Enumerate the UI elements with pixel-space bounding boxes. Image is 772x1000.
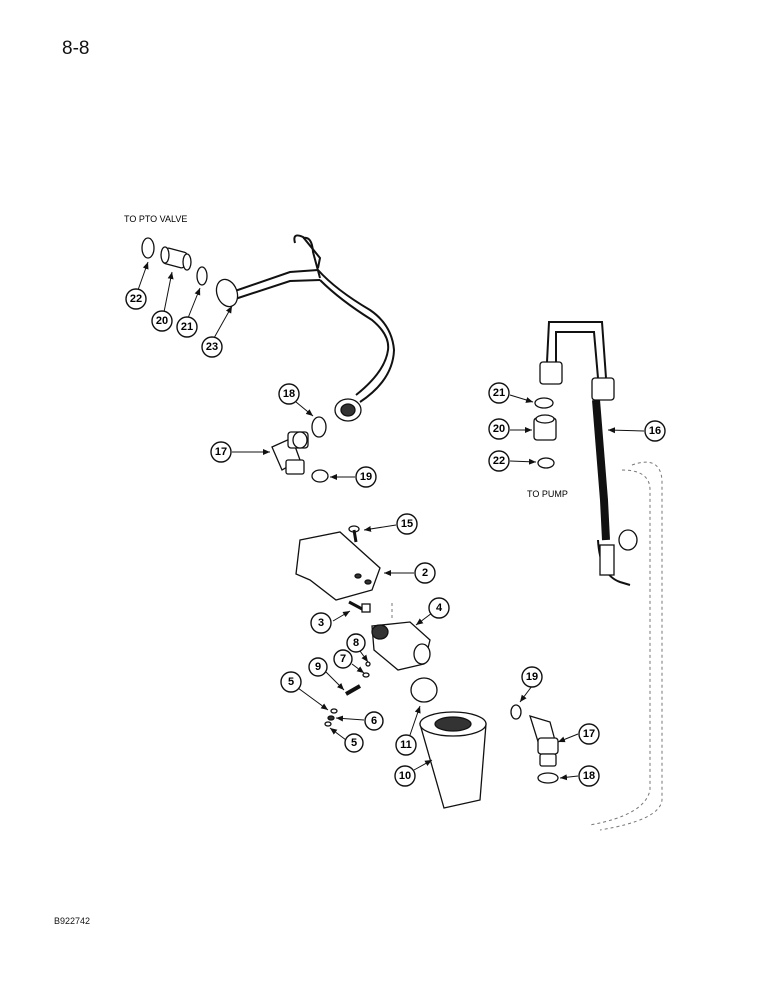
svg-text:20: 20 bbox=[156, 315, 168, 327]
svg-text:17: 17 bbox=[583, 728, 595, 740]
small-parts-5-9 bbox=[324, 661, 371, 727]
callout-5-upper: 5 bbox=[280, 671, 302, 693]
svg-text:10: 10 bbox=[399, 770, 411, 782]
svg-text:5: 5 bbox=[351, 737, 357, 749]
callout-22-right: 22 bbox=[488, 450, 510, 472]
label-to-pump: TO PUMP bbox=[527, 489, 568, 499]
label-to-pto-valve: TO PTO VALVE bbox=[124, 214, 187, 224]
o-ring-22-upper bbox=[141, 237, 155, 259]
svg-text:20: 20 bbox=[493, 423, 505, 435]
svg-text:22: 22 bbox=[493, 455, 505, 467]
svg-text:6: 6 bbox=[371, 715, 377, 727]
callout-9: 9 bbox=[308, 657, 328, 677]
hose-assembly-16 bbox=[539, 321, 638, 586]
filter-element-10 bbox=[419, 711, 487, 809]
callout-20-upper: 20 bbox=[151, 310, 173, 332]
svg-text:17: 17 bbox=[215, 446, 227, 458]
callout-23: 23 bbox=[201, 336, 223, 358]
svg-text:3: 3 bbox=[318, 617, 324, 629]
svg-text:21: 21 bbox=[493, 387, 505, 399]
callout-21-upper: 21 bbox=[176, 316, 198, 338]
bolt-3 bbox=[348, 600, 371, 613]
fitting-20-upper bbox=[160, 246, 192, 271]
callout-17-left: 17 bbox=[210, 441, 232, 463]
callout-5-lower: 5 bbox=[344, 733, 364, 753]
svg-text:19: 19 bbox=[526, 671, 538, 683]
elbow-17-right bbox=[529, 715, 559, 767]
svg-text:8: 8 bbox=[353, 637, 359, 649]
filter-seal-11 bbox=[410, 677, 438, 703]
o-ring-19-right bbox=[510, 704, 522, 720]
svg-text:18: 18 bbox=[583, 770, 595, 782]
svg-text:7: 7 bbox=[340, 653, 346, 665]
svg-text:16: 16 bbox=[649, 425, 661, 437]
elbow-17-left bbox=[271, 431, 309, 475]
callout-20-right: 20 bbox=[488, 418, 510, 440]
callout-15: 15 bbox=[396, 513, 418, 535]
callout-18-left: 18 bbox=[278, 383, 300, 405]
svg-text:18: 18 bbox=[283, 388, 295, 400]
svg-text:23: 23 bbox=[206, 341, 218, 353]
o-ring-21-right bbox=[534, 397, 554, 409]
document-code: B922742 bbox=[54, 916, 91, 926]
o-ring-18-left bbox=[311, 416, 327, 438]
callout-18-right: 18 bbox=[578, 765, 600, 787]
svg-text:19: 19 bbox=[360, 471, 372, 483]
svg-text:15: 15 bbox=[401, 518, 413, 530]
svg-text:9: 9 bbox=[315, 661, 321, 673]
callout-6: 6 bbox=[364, 711, 384, 731]
hose-path-dashed bbox=[589, 461, 663, 831]
svg-text:2: 2 bbox=[422, 567, 428, 579]
page-number: 8-8 bbox=[62, 38, 90, 59]
svg-text:4: 4 bbox=[436, 602, 443, 614]
svg-text:11: 11 bbox=[400, 739, 412, 751]
svg-text:22: 22 bbox=[130, 293, 142, 305]
callout-22-upper: 22 bbox=[125, 288, 147, 310]
callout-19-left: 19 bbox=[355, 466, 377, 488]
o-ring-19-left bbox=[311, 469, 329, 483]
callout-8: 8 bbox=[346, 633, 366, 653]
callout-11: 11 bbox=[395, 734, 417, 756]
fitting-20-right bbox=[533, 414, 557, 441]
svg-text:5: 5 bbox=[288, 676, 294, 688]
o-ring-22-right bbox=[537, 457, 555, 469]
callout-2: 2 bbox=[414, 562, 436, 584]
mounting-bracket-2 bbox=[295, 531, 381, 601]
o-ring-21-upper bbox=[196, 266, 208, 286]
o-ring-18-right bbox=[537, 772, 559, 784]
callout-3: 3 bbox=[310, 612, 332, 634]
callout-17-right: 17 bbox=[578, 723, 600, 745]
callout-4: 4 bbox=[428, 597, 450, 619]
filter-head-4 bbox=[371, 600, 431, 671]
callout-21-right: 21 bbox=[488, 382, 510, 404]
steel-tube-23 bbox=[215, 234, 396, 422]
callout-16: 16 bbox=[644, 420, 666, 442]
callout-19-right: 19 bbox=[521, 666, 543, 688]
callout-7: 7 bbox=[333, 649, 353, 669]
svg-text:21: 21 bbox=[181, 321, 193, 333]
bolt-15 bbox=[348, 525, 360, 543]
callout-10: 10 bbox=[394, 765, 416, 787]
leader-lines bbox=[137, 261, 645, 781]
